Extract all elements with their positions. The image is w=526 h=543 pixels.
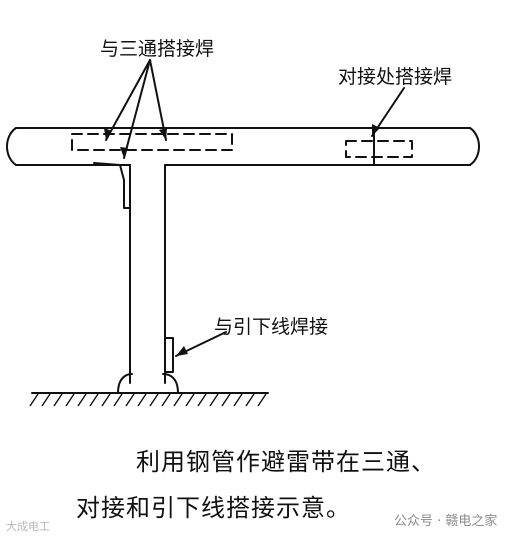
ground-weld-bead: [117, 373, 179, 394]
watermark-right: 公众号 · 赣电之家: [394, 514, 498, 529]
down-weld-bar: [164, 337, 174, 373]
tee-leader-2: [123, 59, 151, 159]
tee-weld-label: 与三通搭接焊: [100, 38, 215, 60]
horizontal-pipe: [15, 127, 471, 166]
ground-hatching: [29, 393, 267, 407]
butt-weld-sleeve: [345, 140, 413, 158]
arrowhead-2: [120, 147, 128, 158]
vertical-pipe: [129, 164, 166, 384]
arrowhead-5: [176, 346, 188, 356]
pipe-left-break: [6, 127, 17, 166]
arrowhead-1: [104, 128, 112, 140]
butt-weld-label: 对接处搭接焊: [338, 66, 453, 88]
tee-angle-bracket: [93, 162, 131, 209]
arrowhead-4: [372, 124, 380, 136]
down-conductor-weld-label: 与引下线焊接: [214, 316, 329, 338]
tee-leader-3: [149, 59, 167, 141]
pipe-right-break: [469, 127, 480, 166]
arrowhead-3: [159, 128, 167, 140]
watermark-left: 大成电工: [6, 520, 50, 533]
caption-line-2: 对接和引下线搭接示意。: [76, 494, 351, 522]
caption-line-1: 利用钢管作避雷带在三通、: [136, 448, 436, 476]
tee-weld-sleeve: [71, 133, 233, 151]
tee-leader-1: [105, 59, 151, 141]
